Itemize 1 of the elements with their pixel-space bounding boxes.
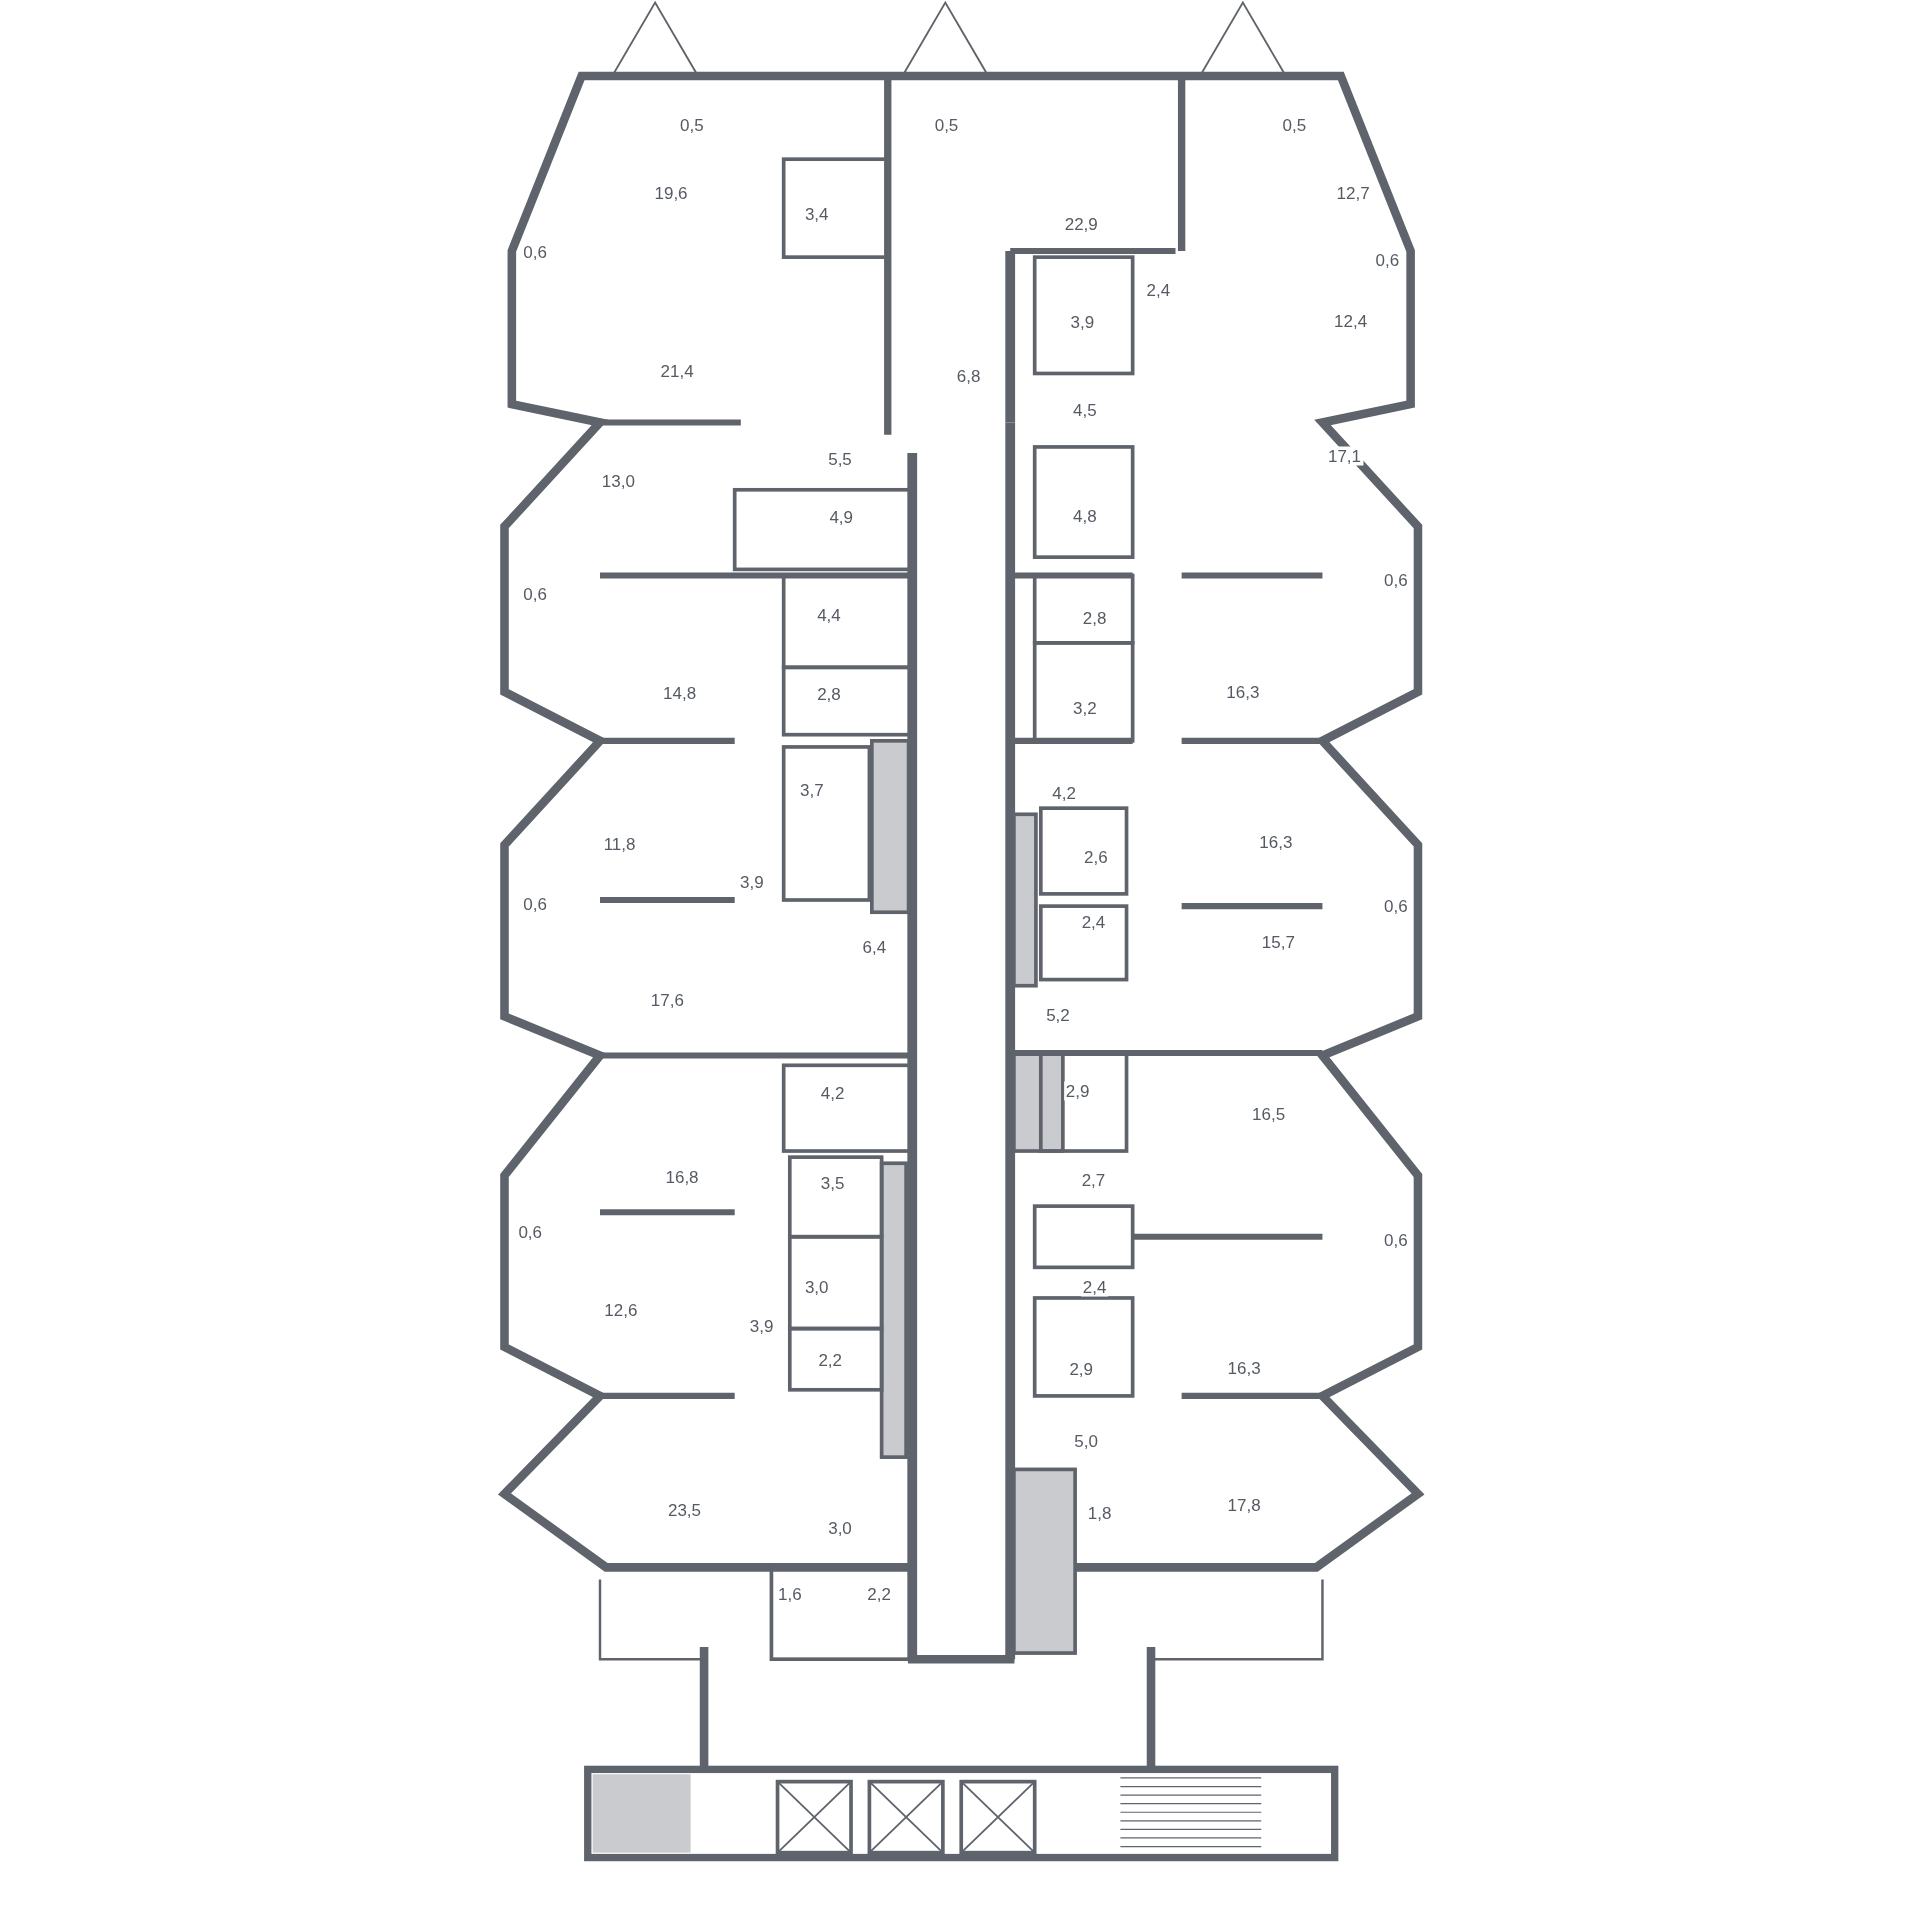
area-label: 2,9 (1063, 1081, 1092, 1101)
